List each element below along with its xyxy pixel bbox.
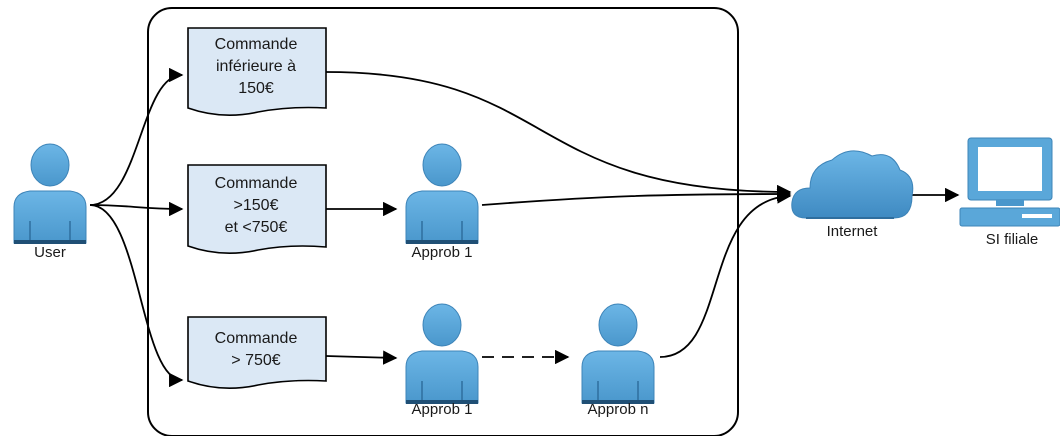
doc-1-line-2: inférieure à [216,58,296,75]
approver-1-bottom: Approb 1 [405,303,479,418]
approver-1-middle-label: Approb 1 [412,244,473,261]
doc-2-line-2: >150€ [234,197,279,214]
doc-3-line-2: > 750€ [231,352,280,369]
user-label: User [34,244,66,261]
document-order-under-150: Commande inférieure à 150€ [187,27,327,116]
doc-1-line-1: Commande [215,36,298,53]
document-order-150-750: Commande >150€ et <750€ [187,164,327,254]
doc-1-line-3: 150€ [238,80,274,97]
approver-n-label: Approb n [588,401,649,418]
approver-1-bottom-label: Approb 1 [412,401,473,418]
doc-3-line-1: Commande [215,330,298,347]
approval-container [147,7,739,436]
si-filiale-computer-icon: SI filiale [959,137,1060,248]
internet-cloud-icon: Internet [791,150,914,240]
doc-2-line-1: Commande [215,175,298,192]
si-filiale-label: SI filiale [986,231,1039,248]
approver-n: Approb n [581,303,655,418]
doc-2-line-3: et <750€ [225,219,288,236]
user-person: User [13,143,87,261]
approver-1-middle: Approb 1 [405,143,479,261]
document-order-over-750: Commande > 750€ [187,316,327,389]
internet-label: Internet [827,223,879,240]
connectors [89,67,960,388]
